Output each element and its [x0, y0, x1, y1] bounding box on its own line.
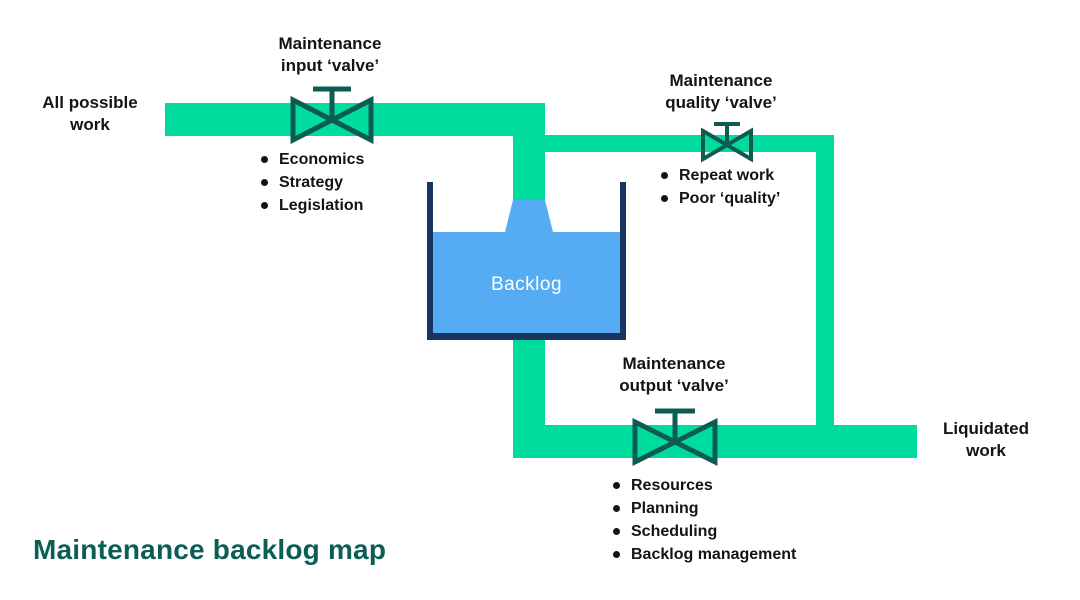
diagram-title: Maintenance backlog map	[33, 534, 387, 565]
output-valve-line2: output ‘valve’	[619, 376, 729, 395]
input-valve-line1: Maintenance	[278, 34, 382, 53]
bullet-icon	[613, 528, 620, 535]
list-item: Strategy	[261, 171, 364, 194]
all-possible-work-line1: All possible	[42, 93, 138, 112]
quality-valve-line2: quality ‘valve’	[665, 93, 777, 112]
list-item-label: Repeat work	[679, 166, 775, 184]
pipe-into-tank-vertical	[513, 103, 545, 200]
list-item: Resources	[613, 474, 796, 497]
list-item-label: Planning	[631, 499, 699, 517]
bullet-icon	[661, 195, 668, 202]
pipe-quality-vertical	[816, 135, 834, 458]
list-item-label: Poor ‘quality’	[679, 189, 781, 207]
bullet-icon	[261, 156, 268, 163]
output-factors-list: Resources Planning Scheduling Backlog ma…	[613, 474, 796, 566]
liquidated-work-line2: work	[966, 441, 1006, 460]
bullet-icon	[261, 179, 268, 186]
list-item: Poor ‘quality’	[661, 187, 780, 210]
liquidated-work-line1: Liquidated	[943, 419, 1029, 438]
bullet-icon	[613, 505, 620, 512]
backlog-label: Backlog	[490, 274, 563, 295]
list-item-label: Scheduling	[631, 522, 718, 540]
bullet-icon	[261, 202, 268, 209]
tank-liquid	[433, 232, 620, 333]
input-factors-list: Economics Strategy Legislation	[261, 148, 364, 217]
all-possible-work-line2: work	[70, 115, 110, 134]
liquidated-work-label: Liquidated work	[911, 418, 1061, 462]
bullet-icon	[613, 482, 620, 489]
backlog-tank: Backlog	[427, 182, 626, 340]
list-item: Economics	[261, 148, 364, 171]
quality-valve-icon	[701, 122, 753, 163]
input-valve-label: Maintenance input ‘valve’	[230, 33, 430, 77]
all-possible-work-label: All possible work	[20, 92, 160, 136]
input-valve-icon	[290, 86, 374, 144]
list-item: Planning	[613, 497, 796, 520]
input-valve-line2: input ‘valve’	[280, 56, 380, 75]
output-valve-line1: Maintenance	[622, 354, 726, 373]
list-item: Legislation	[261, 194, 364, 217]
list-item-label: Backlog management	[631, 545, 797, 563]
list-item-label: Strategy	[279, 173, 344, 191]
output-valve-icon	[632, 408, 718, 467]
quality-valve-line1: Maintenance	[669, 71, 773, 90]
bullet-icon	[613, 551, 620, 558]
list-item: Scheduling	[613, 520, 796, 543]
list-item-label: Economics	[279, 150, 365, 168]
list-item: Backlog management	[613, 543, 796, 566]
list-item: Repeat work	[661, 164, 780, 187]
output-valve-label: Maintenance output ‘valve’	[574, 353, 774, 397]
list-item-label: Legislation	[279, 196, 364, 214]
list-item-label: Resources	[631, 476, 713, 494]
tank-liquid-inflow-mound	[505, 200, 553, 232]
pipe-quality-horizontal	[545, 135, 834, 152]
quality-valve-label: Maintenance quality ‘valve’	[621, 70, 821, 114]
bullet-icon	[661, 172, 668, 179]
quality-factors-list: Repeat work Poor ‘quality’	[661, 164, 780, 210]
